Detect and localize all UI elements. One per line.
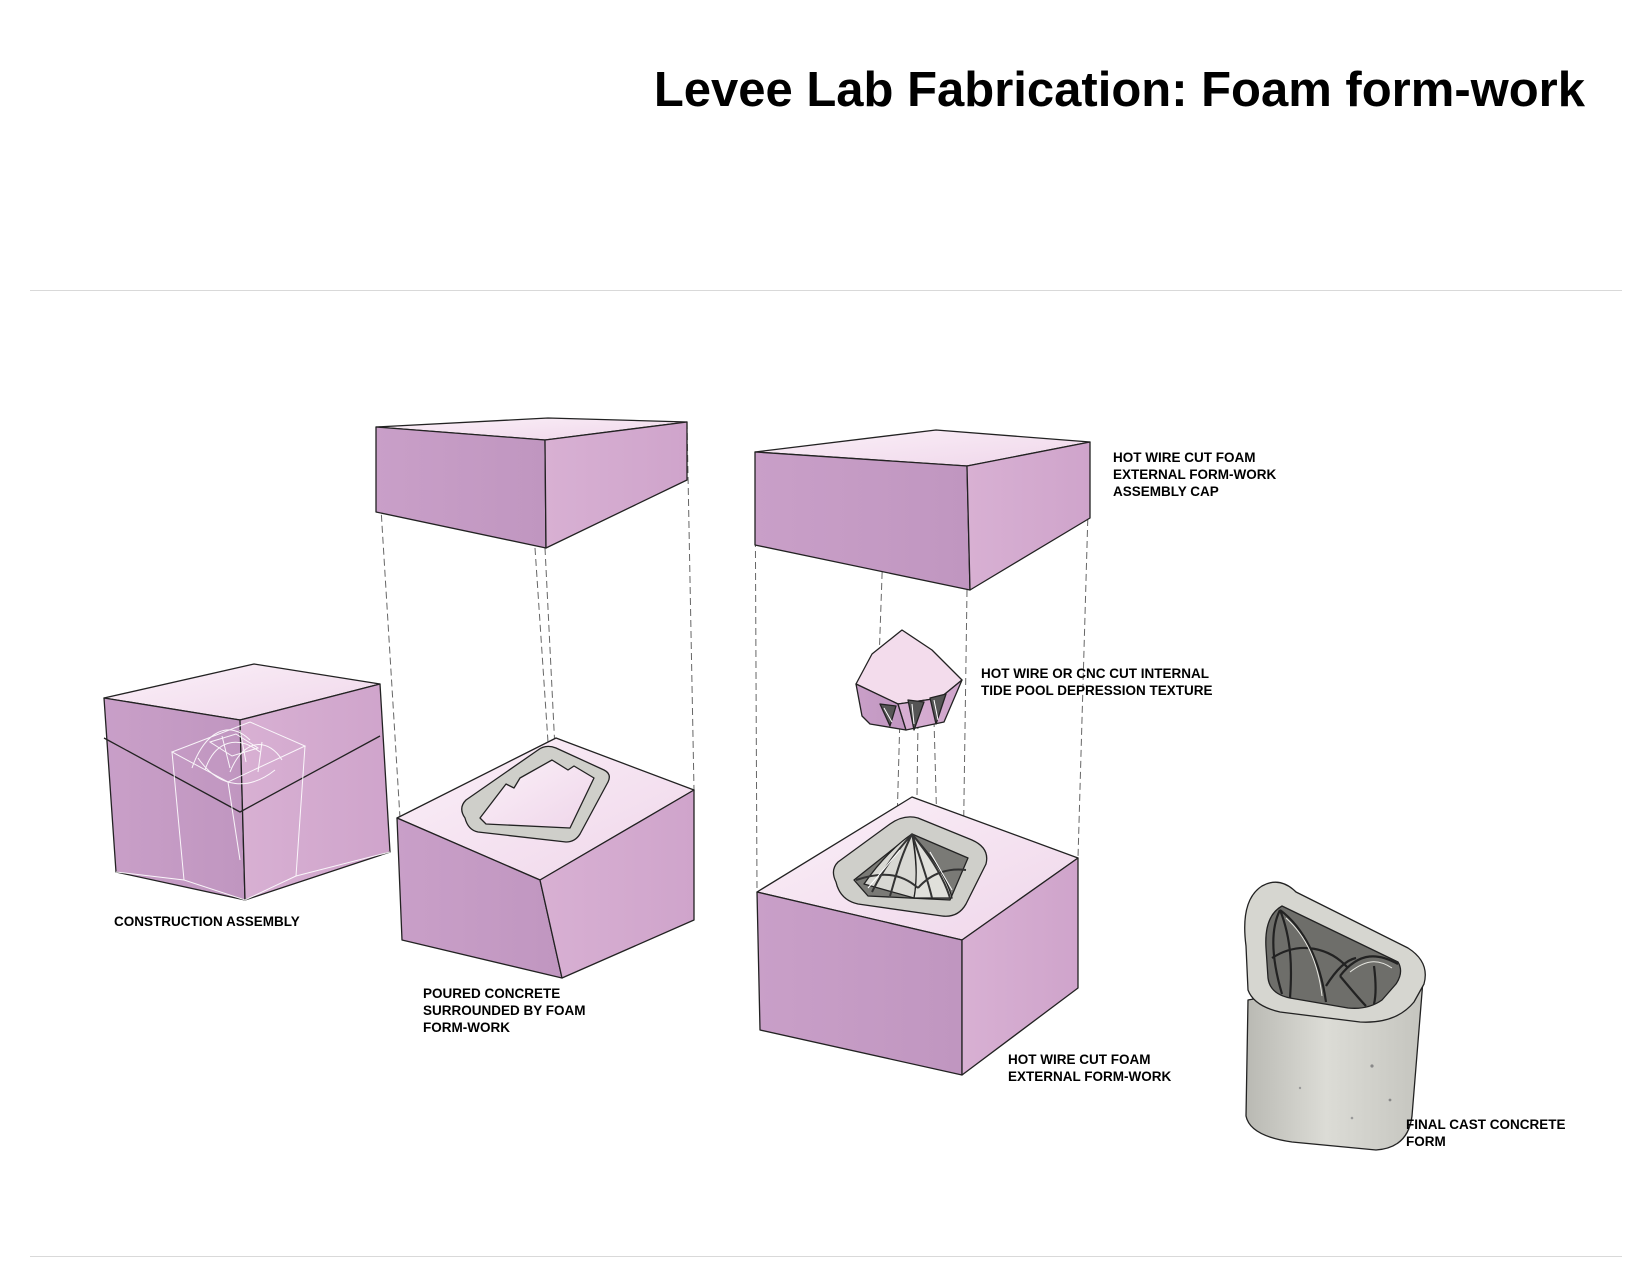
poured-base xyxy=(396,737,695,979)
bottom-divider xyxy=(30,1256,1622,1257)
external-base xyxy=(756,796,1079,1076)
poured-guides xyxy=(375,421,695,851)
top-divider xyxy=(30,290,1622,291)
page-title: Levee Lab Fabrication: Foam form-work xyxy=(653,63,1585,117)
final-cast-form xyxy=(1244,881,1426,1151)
label-final-cast: FINAL CAST CONCRETE FORM xyxy=(1406,1117,1569,1149)
poured-cap xyxy=(375,417,688,549)
label-internal-texture: HOT WIRE OR CNC CUT INTERNAL TIDE POOL D… xyxy=(981,666,1213,698)
label-construction-assembly: CONSTRUCTION ASSEMBLY xyxy=(114,914,300,929)
external-cap xyxy=(754,429,1091,591)
label-assembly-cap: HOT WIRE CUT FOAM EXTERNAL FORM-WORK ASS… xyxy=(1113,450,1280,499)
wireframe-cast xyxy=(115,721,391,901)
construction-assembly-box xyxy=(103,663,391,901)
label-poured-concrete: POURED CONCRETE SURROUNDED BY FOAM FORM-… xyxy=(423,986,589,1035)
internal-texture-piece xyxy=(855,629,963,731)
label-external-formwork: HOT WIRE CUT FOAM EXTERNAL FORM-WORK xyxy=(1008,1052,1171,1084)
